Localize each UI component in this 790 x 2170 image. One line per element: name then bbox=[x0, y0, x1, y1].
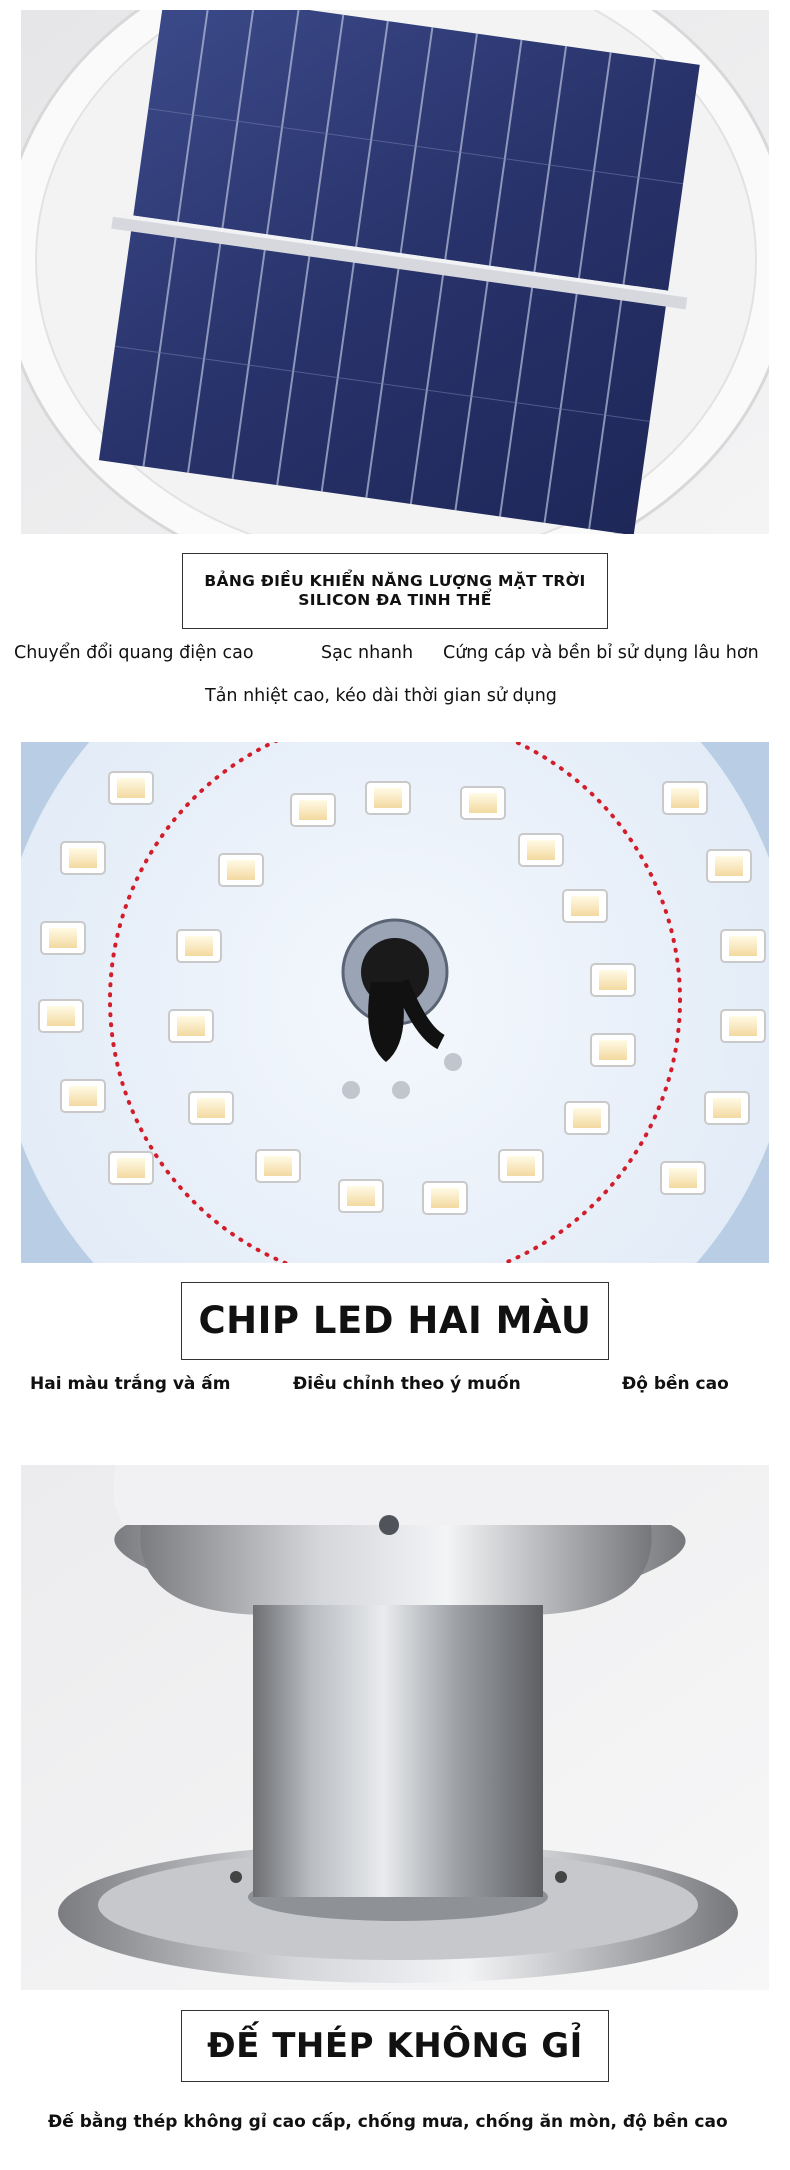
steel-base-photo bbox=[21, 1465, 769, 1990]
led-board-photo bbox=[21, 742, 769, 1263]
solar-panel-photo bbox=[21, 10, 769, 534]
solar-feature-4: Tản nhiệt cao, kéo dài thời gian sử dụng bbox=[205, 686, 557, 706]
led-feature-1: Hai màu trắng và ấm bbox=[30, 1374, 231, 1394]
led-feature-3: Độ bền cao bbox=[622, 1374, 729, 1394]
solar-feature-1: Chuyển đổi quang điện cao bbox=[14, 643, 254, 663]
steel-title: ĐẾ THÉP KHÔNG GỈ bbox=[207, 2026, 583, 2066]
steel-title-box: ĐẾ THÉP KHÔNG GỈ bbox=[181, 2010, 609, 2082]
solar-feature-3: Cứng cáp và bền bỉ sử dụng lâu hơn bbox=[443, 643, 759, 663]
led-title-box: CHIP LED HAI MÀU bbox=[181, 1282, 609, 1360]
led-title: CHIP LED HAI MÀU bbox=[198, 1299, 592, 1342]
solar-feature-2: Sạc nhanh bbox=[321, 643, 414, 663]
led-feature-2: Điều chỉnh theo ý muốn bbox=[293, 1374, 521, 1394]
solar-title-line-1: BẢNG ĐIỀU KHIỂN NĂNG LƯỢNG MẶT TRỜI bbox=[204, 572, 586, 590]
steel-caption: Đế bằng thép không gỉ cao cấp, chống mưa… bbox=[48, 2112, 728, 2132]
solar-title-line-2: SILICON ĐA TINH THỂ bbox=[298, 591, 492, 609]
solar-title-box: BẢNG ĐIỀU KHIỂN NĂNG LƯỢNG MẶT TRỜI SILI… bbox=[182, 553, 608, 629]
